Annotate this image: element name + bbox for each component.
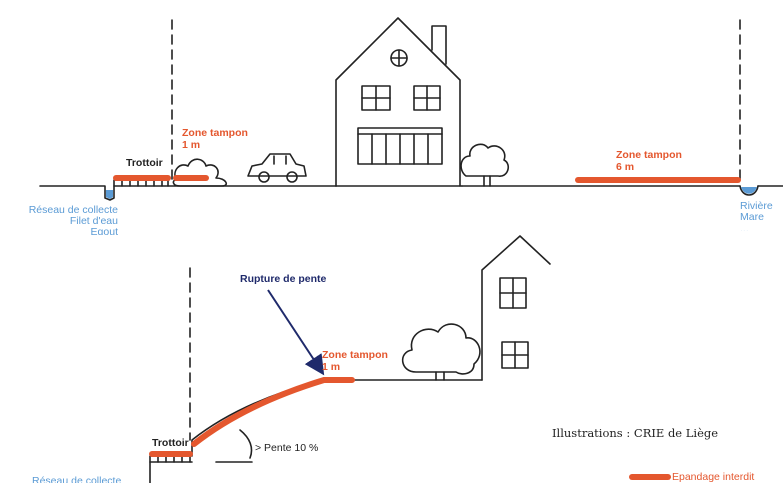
network-label-2: Filet d'eau xyxy=(69,215,118,227)
top-zone-far-distance: 6 m xyxy=(616,161,635,173)
top-water-edge xyxy=(739,185,759,196)
water-label-1: Rivière xyxy=(740,200,773,212)
top-drain-water xyxy=(106,190,113,199)
top-car xyxy=(247,153,307,183)
network-label-3: Egout xyxy=(90,227,118,235)
top-bush xyxy=(172,158,228,187)
slope-break-arrow xyxy=(267,289,325,376)
top-zone-near-title: Zone tampon xyxy=(182,127,248,139)
top-scene xyxy=(39,17,783,201)
slope-arc xyxy=(239,429,253,459)
legend-label: Epandage interdit xyxy=(672,471,755,483)
bottom-house xyxy=(481,235,551,381)
network-label-1: Réseau de collecte xyxy=(28,204,118,216)
illustration-credit: Illustrations : CRIE de Liège xyxy=(552,426,719,440)
bottom-network-label: Réseau de collecte xyxy=(32,476,122,483)
water-label-3: ... xyxy=(740,224,749,231)
top-water xyxy=(741,187,757,194)
top-sidewalk-label: Trottoir xyxy=(126,157,163,169)
top-tree xyxy=(460,143,510,187)
water-label-2: Mare xyxy=(740,211,764,223)
bottom-red-slope xyxy=(191,377,355,447)
bottom-scene xyxy=(149,235,551,483)
bottom-zone-distance: 1 m xyxy=(322,361,341,373)
top-ground-line xyxy=(39,179,337,201)
top-zone-near-distance: 1 m xyxy=(182,139,201,151)
bottom-sidewalk-label: Trottoir xyxy=(152,437,189,449)
bottom-ground-profile xyxy=(149,379,483,483)
bottom-tree xyxy=(401,323,481,381)
slope-break-label: Rupture de pente xyxy=(240,273,327,285)
top-house xyxy=(335,17,461,187)
bottom-zone-title: Zone tampon xyxy=(322,349,388,361)
slope-label: > Pente 10 % xyxy=(255,442,319,454)
top-zone-far-title: Zone tampon xyxy=(616,149,682,161)
